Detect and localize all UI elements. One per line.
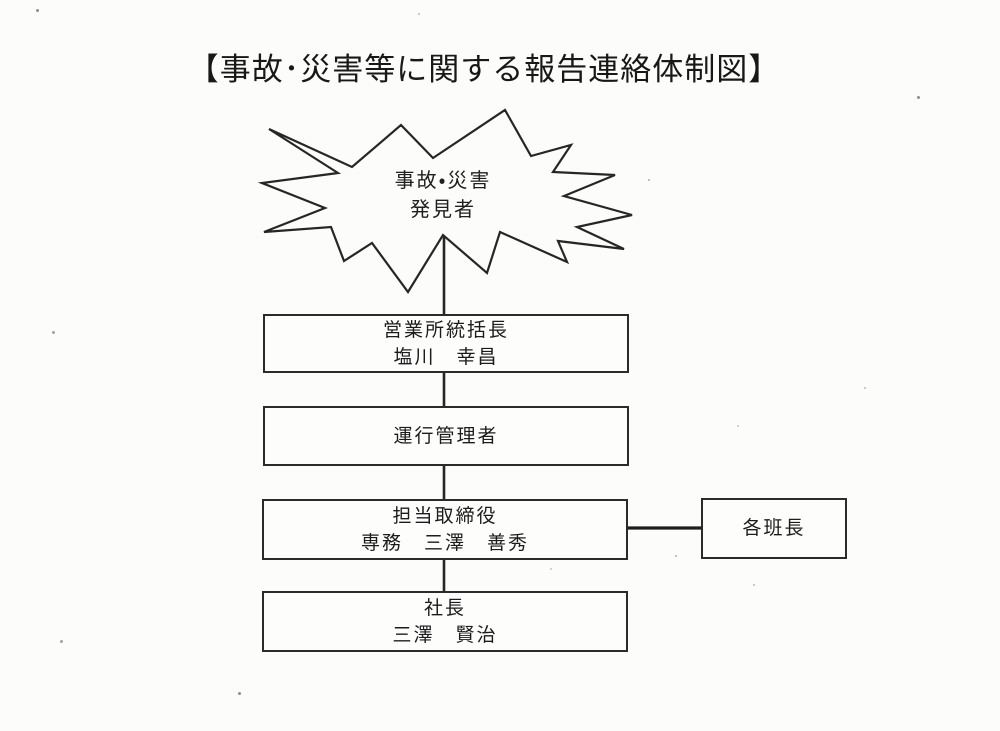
- scan-speck: [238, 692, 241, 695]
- node-title: 運行管理者: [393, 425, 499, 447]
- scan-speck: [675, 555, 677, 557]
- scan-speck: [648, 179, 650, 181]
- starburst-label-line2: 発見者: [410, 199, 476, 221]
- node-president: 社長 三澤 賢治: [262, 591, 628, 652]
- scan-speck: [864, 387, 866, 389]
- node-person: 三澤 賢治: [392, 624, 498, 646]
- scan-speck: [550, 568, 552, 570]
- page-title: 【事故･災害等に関する報告連絡体制図】: [187, 52, 781, 87]
- scan-speck: [52, 331, 55, 334]
- node-title: 各班長: [742, 518, 806, 539]
- node-operation-manager: 運行管理者: [263, 406, 629, 466]
- scan-speck: [418, 13, 420, 15]
- node-director-in-charge: 担当取締役 専務 三澤 善秀: [262, 499, 628, 560]
- scan-speck: [36, 9, 39, 12]
- node-person: 専務 三澤 善秀: [360, 532, 529, 554]
- scan-speck: [737, 425, 739, 427]
- node-title: 担当取締役: [392, 505, 498, 527]
- starburst-discoverer-label: 事故・災害 発見者: [333, 167, 553, 225]
- node-person: 塩川 幸昌: [393, 346, 499, 368]
- scan-speck: [917, 96, 920, 99]
- node-title: 営業所統括長: [382, 319, 509, 341]
- node-title: 社長: [423, 597, 466, 619]
- scan-speck: [753, 584, 755, 586]
- starburst-label-line1: 事故・災害: [394, 170, 492, 192]
- starburst-shape: [257, 108, 633, 294]
- node-office-general-manager: 営業所統括長 塩川 幸昌: [263, 314, 629, 373]
- scan-speck: [60, 640, 63, 643]
- node-team-leaders: 各班長: [701, 498, 847, 559]
